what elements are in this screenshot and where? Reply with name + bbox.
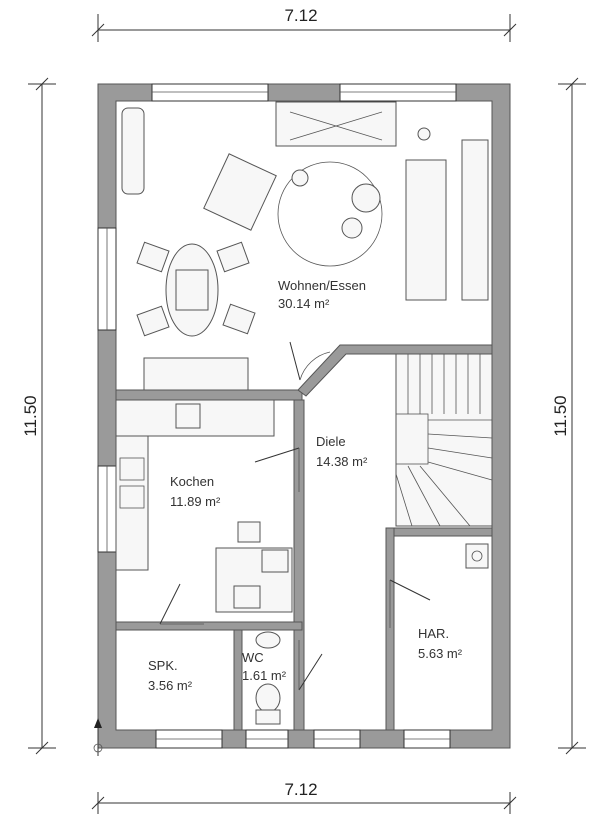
- furniture-icon: [275, 101, 397, 147]
- dimension-bottom-label: 7.12: [284, 780, 317, 799]
- furniture-icon: [143, 357, 249, 391]
- living-furniture: [121, 101, 489, 391]
- north-arrow-icon: [93, 718, 103, 756]
- door-swing-icon: [159, 583, 204, 625]
- furniture-icon: [136, 305, 170, 337]
- furniture-icon: [222, 303, 256, 335]
- furniture-icon: [115, 435, 149, 571]
- room-label-har: HAR.: [418, 626, 449, 641]
- furniture-icon: [261, 549, 289, 573]
- room-area-wc: 1.61 m²: [242, 668, 287, 683]
- har-furniture: [465, 543, 489, 569]
- dimension-right: 11.50: [551, 77, 586, 755]
- door-swing-icon: [298, 640, 323, 691]
- furniture-icon: [203, 153, 277, 231]
- furniture-icon: [233, 585, 261, 609]
- dimension-top: 7.12: [91, 6, 517, 42]
- furniture-icon: [351, 183, 381, 213]
- furniture-icon: [405, 159, 447, 301]
- furniture-icon: [465, 543, 489, 569]
- door-swing-icon: [389, 579, 431, 628]
- furniture-icon: [175, 403, 201, 429]
- furniture-icon: [237, 521, 261, 543]
- dimension-top-label: 7.12: [284, 6, 317, 25]
- room-area-diele: 14.38 m²: [316, 454, 368, 469]
- room-label-kochen: Kochen: [170, 474, 214, 489]
- room-area-kochen: 11.89 m²: [170, 494, 221, 509]
- wc-furniture: [255, 631, 281, 725]
- windows: [97, 83, 457, 749]
- window-icon: [151, 83, 269, 102]
- dimension-bottom: 7.12: [91, 780, 517, 814]
- room-area-wohnen: 30.14 m²: [278, 296, 330, 311]
- room-label-spk: SPK.: [148, 658, 178, 673]
- window-icon: [339, 83, 457, 102]
- dimension-left-label: 11.50: [21, 395, 40, 436]
- furniture-icon: [341, 217, 363, 239]
- room-area-har: 5.63 m²: [418, 646, 463, 661]
- room-label-wc: WC: [242, 650, 264, 665]
- furniture-icon: [175, 269, 209, 311]
- room-label-diele: Diele: [316, 434, 346, 449]
- door-swings: [159, 341, 431, 691]
- furniture-icon: [136, 241, 170, 273]
- furniture-icon: [121, 107, 145, 195]
- furniture-icon: [216, 241, 250, 273]
- room-labels: Wohnen/Essen 30.14 m² Diele 14.38 m² Koc…: [148, 278, 463, 693]
- kitchen-furniture: [115, 399, 293, 613]
- stair-icon: [395, 353, 493, 527]
- dimension-right-label: 11.50: [551, 395, 570, 436]
- door-swing-icon: [289, 341, 331, 381]
- interior-walls: [115, 344, 493, 731]
- furniture-icon: [255, 683, 281, 713]
- furniture-icon: [255, 631, 281, 649]
- furniture-icon: [291, 169, 309, 187]
- door-swing-icon: [254, 447, 300, 492]
- room-area-spk: 3.56 m²: [148, 678, 193, 693]
- dimension-left: 11.50: [21, 77, 56, 755]
- furniture-icon: [461, 139, 489, 301]
- room-label-wohnen: Wohnen/Essen: [278, 278, 366, 293]
- furniture-icon: [417, 127, 431, 141]
